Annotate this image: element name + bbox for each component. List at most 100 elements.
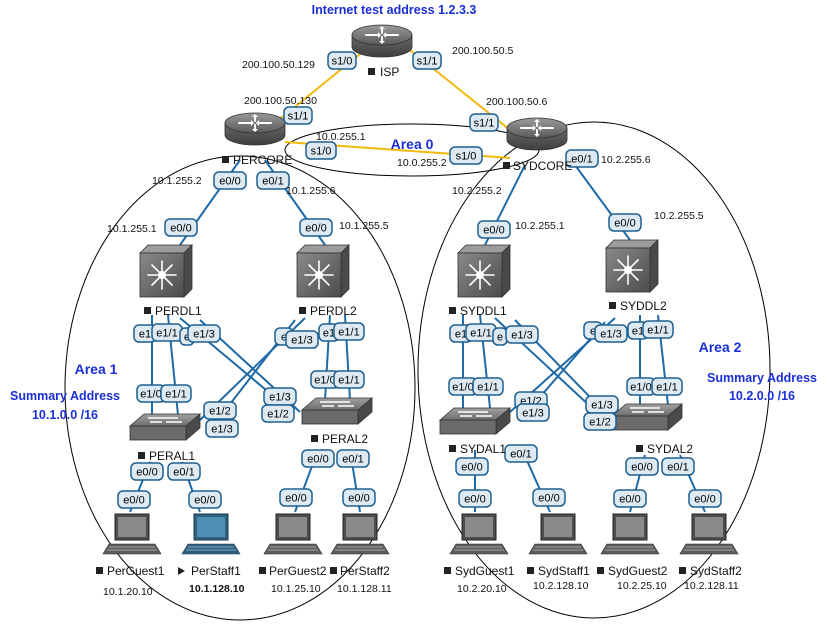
page-title: Internet test address 1.2.3.3 — [312, 3, 477, 17]
perdl2-label: PERDL2 — [299, 304, 357, 318]
sydguest1-label: SydGuest1 — [444, 564, 515, 578]
svg-text:e0/0: e0/0 — [305, 223, 326, 235]
svg-text:PerGuest1: PerGuest1 — [107, 564, 165, 578]
sydstaff2-label: SydStaff2 — [679, 564, 742, 578]
svg-text:e1: e1 — [323, 328, 335, 340]
iface-perstaff2-e00: e0/0 — [342, 488, 376, 507]
iface-perdl2-e11: e1/1 — [333, 322, 365, 341]
percore-router-icon[interactable] — [224, 112, 286, 146]
svg-text:e0/0: e0/0 — [123, 495, 144, 507]
syddl2-label: SYDDL2 — [609, 299, 667, 313]
iface-sydcore-s11: s1/1 — [469, 113, 499, 132]
svg-text:s1/0: s1/0 — [311, 146, 332, 158]
sydal2-switch-icon[interactable] — [611, 403, 683, 431]
sydcore-router-icon[interactable] — [506, 117, 568, 151]
svg-text:e1/1: e1/1 — [338, 375, 359, 387]
svg-text:e0/0: e0/0 — [194, 495, 215, 507]
iface-peral1-e12: e1/2 — [203, 401, 237, 420]
area-0-label: Area 0 — [391, 136, 434, 152]
svg-text:e1/1: e1/1 — [156, 328, 177, 340]
perdl1-switch-icon[interactable] — [139, 244, 193, 298]
iface-perstaff1-e00: e0/0 — [188, 490, 222, 509]
iface-perdl2-e00: e0/0 — [299, 218, 333, 237]
perstaff2-pc-icon[interactable] — [330, 513, 390, 555]
area-1-summary-title: Summary Address — [10, 389, 120, 403]
isp-router-icon[interactable] — [351, 24, 413, 58]
svg-text:e1/3: e1/3 — [511, 330, 532, 342]
iface-sydal2-e00: e0/0 — [625, 457, 659, 476]
svg-text:SydStaff2: SydStaff2 — [690, 564, 742, 578]
svg-text:e1/3: e1/3 — [591, 400, 612, 412]
perstaff1-pc-icon[interactable] — [181, 513, 241, 555]
svg-text:PERDL1: PERDL1 — [155, 304, 202, 318]
iface-sydstaff2-e00: e0/0 — [688, 489, 722, 508]
svg-text:e1/1: e1/1 — [165, 389, 186, 401]
svg-text:e1/2: e1/2 — [589, 417, 610, 429]
iface-sydal2-e11: e1/1 — [651, 377, 683, 396]
iface-percore-s10: s1/0 — [305, 141, 337, 160]
iface-peral2-e01: e0/1 — [336, 449, 370, 468]
isp-label: ISP — [368, 65, 399, 79]
svg-text:e1/3: e1/3 — [291, 335, 312, 347]
svg-text:e: e — [281, 332, 287, 344]
ip-perguest2: 10.1.25.10 — [271, 583, 321, 595]
svg-text:e1/3: e1/3 — [522, 408, 543, 420]
ip-sydcore-e00: 10.2.255.2 — [452, 185, 502, 197]
syddl2-switch-icon[interactable] — [605, 239, 659, 293]
svg-text:e0/0: e0/0 — [136, 467, 157, 479]
iface-percore-e01: e0/1 — [256, 171, 290, 190]
svg-text:e0/0: e0/0 — [461, 462, 482, 474]
svg-text:e1/1: e1/1 — [647, 325, 668, 337]
peral2-switch-icon[interactable] — [301, 397, 373, 425]
perguest1-label: PerGuest1 — [96, 564, 165, 578]
iface-perdl1-e13: e1/3 — [187, 324, 221, 343]
area-1-label: Area 1 — [75, 361, 118, 377]
syddl1-label: SYDDL1 — [449, 304, 507, 318]
sydguest1-pc-icon[interactable] — [449, 513, 509, 555]
sydstaff1-label: SydStaff1 — [527, 564, 590, 578]
ip-isp-s11: 200.100.50.5 — [452, 45, 513, 57]
iface-syddl1-e13: e1/3 — [505, 325, 539, 344]
iface-sydal1-e11: e1/1 — [472, 377, 504, 396]
svg-text:SydGuest2: SydGuest2 — [608, 564, 668, 578]
iface-peral2-e11: e1/1 — [333, 370, 365, 389]
peral1-switch-icon[interactable] — [129, 413, 201, 441]
ip-sydcore-s10: 10.0.255.2 — [397, 157, 447, 169]
sydstaff2-pc-icon[interactable] — [679, 513, 739, 555]
svg-text:PERAL2: PERAL2 — [322, 432, 368, 446]
iface-peral1-e01: e0/1 — [167, 462, 201, 481]
ip-syddl1-e00: 10.2.255.1 — [515, 220, 565, 232]
iface-syddl2-e00: e0/0 — [608, 213, 642, 232]
perguest1-pc-icon[interactable] — [102, 513, 162, 555]
svg-text:e0/0: e0/0 — [631, 462, 652, 474]
svg-text:e1: e1 — [632, 326, 644, 338]
ip-sydstaff1: 10.2.128.10 — [533, 580, 589, 592]
iface-sydal2-e10-partial: e1/0 — [626, 377, 656, 396]
perdl2-switch-icon[interactable] — [296, 244, 350, 298]
iface-syddl1-e11: e1/1 — [465, 323, 497, 342]
svg-text:PerStaff1: PerStaff1 — [191, 564, 241, 578]
svg-text:e0/0: e0/0 — [614, 218, 635, 230]
sydstaff1-pc-icon[interactable] — [528, 513, 588, 555]
perguest2-pc-icon[interactable] — [263, 513, 323, 555]
iface-percore-s11: s1/1 — [283, 106, 313, 125]
iface-sydal2-e12: e1/2 — [583, 412, 617, 431]
percore-label: PERCORE — [222, 153, 292, 167]
iface-syddl1-e00: e0/0 — [477, 220, 511, 239]
iface-peral2-e12: e1/2 — [261, 404, 295, 423]
svg-text:SYDCORE: SYDCORE — [513, 159, 572, 173]
svg-text:e0/0: e0/0 — [694, 494, 715, 506]
area-2-label: Area 2 — [699, 339, 742, 355]
svg-text:e1/0: e1/0 — [314, 375, 335, 387]
svg-text:e1/2: e1/2 — [209, 406, 230, 418]
ip-percore-e00: 10.1.255.2 — [152, 175, 202, 187]
ip-syddl2-e00: 10.2.255.5 — [654, 210, 704, 222]
syddl1-switch-icon[interactable] — [457, 244, 511, 298]
iface-sydguest1-e00: e0/0 — [458, 489, 492, 508]
iface-sydguest2-e00: e0/0 — [613, 489, 647, 508]
sydguest2-pc-icon[interactable] — [600, 513, 660, 555]
sydal1-switch-icon[interactable] — [439, 407, 511, 435]
iface-perguest1-e00: e0/0 — [117, 490, 151, 509]
ip-sydguest1: 10.2.20.10 — [457, 583, 507, 595]
perdl1-label: PERDL1 — [144, 304, 202, 318]
